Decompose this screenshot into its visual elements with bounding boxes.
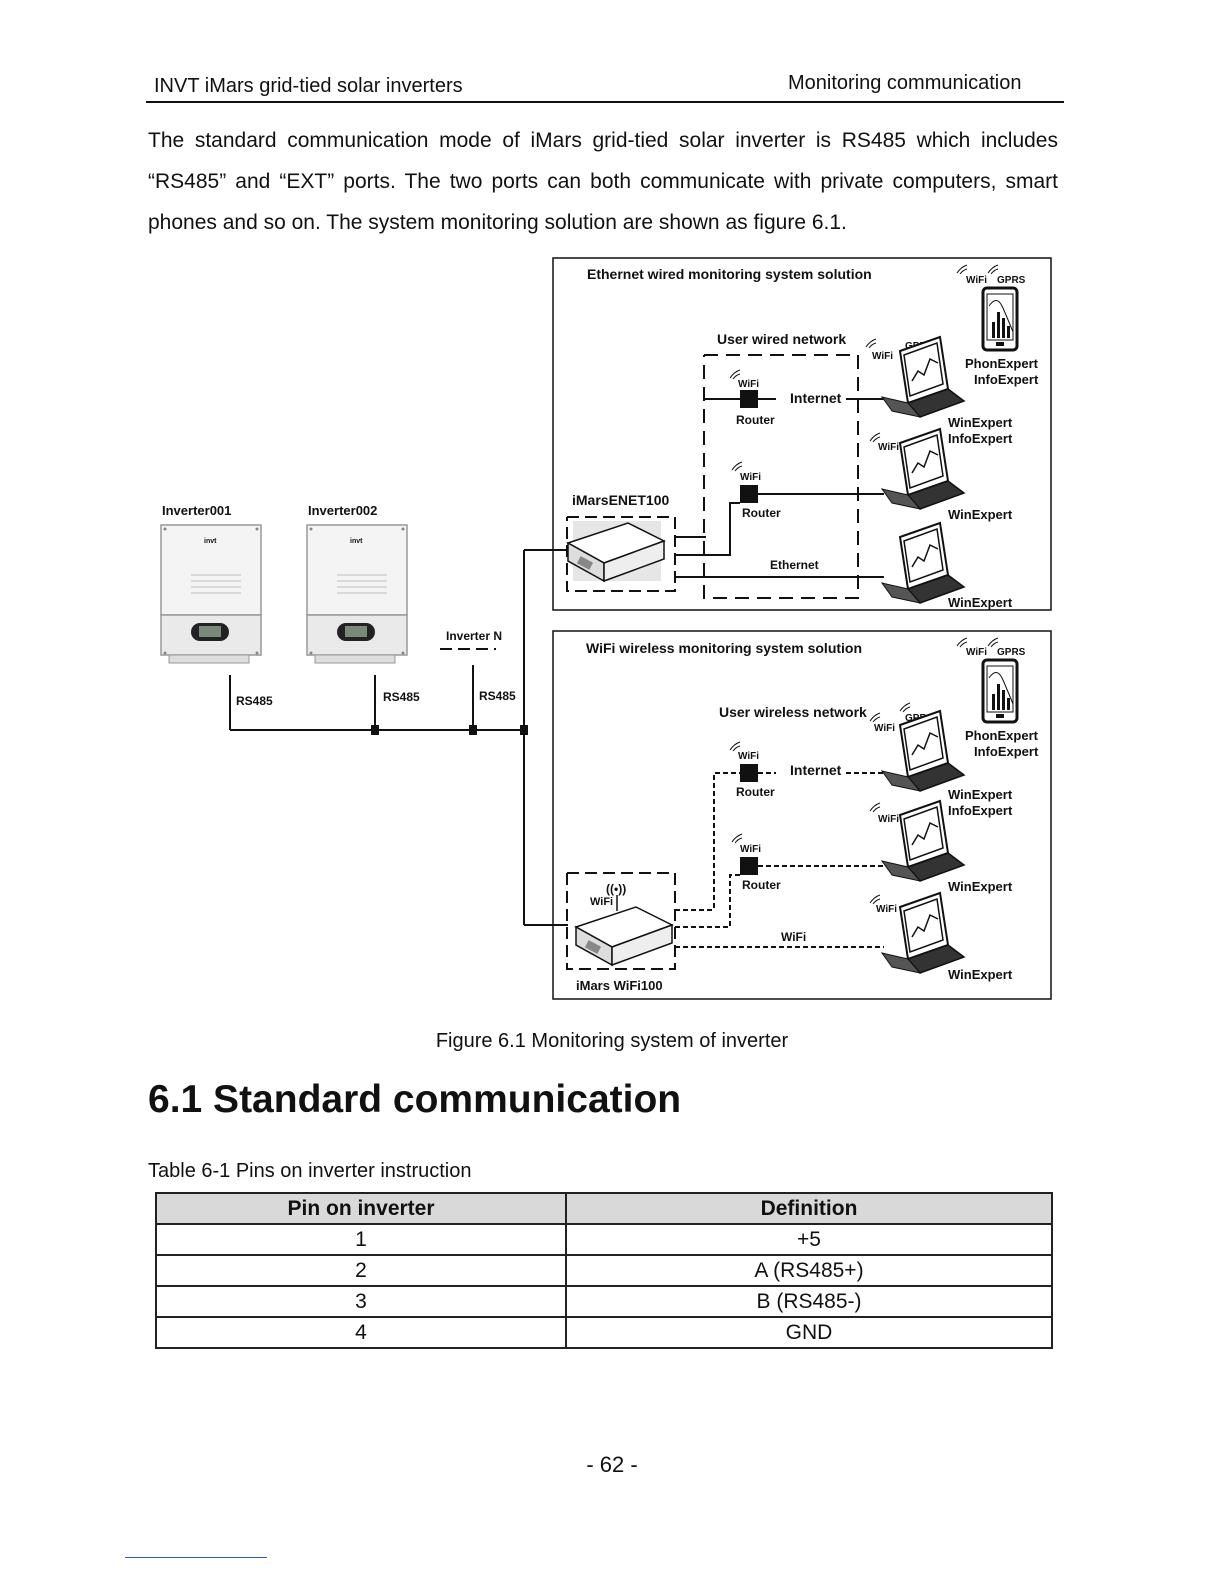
wireless-top-wifi: WiFi	[966, 647, 987, 658]
header-left: INVT iMars grid-tied solar inverters	[154, 75, 463, 97]
table-cell: 2	[155, 1254, 567, 1287]
table-cell: +5	[565, 1223, 1053, 1256]
rs485-label-1: RS485	[236, 694, 273, 708]
wired-router2-icon	[740, 485, 758, 503]
column-header: Pin on inverter	[155, 1192, 567, 1225]
intro-paragraph: The standard communication mode of iMars…	[148, 120, 1058, 243]
wireless-router2-label: Router	[742, 878, 781, 892]
table-row: 4 GND	[155, 1316, 1053, 1349]
wireless-router1-wifi: WiFi	[738, 751, 759, 762]
table-cell: GND	[565, 1316, 1053, 1349]
wired-top-gprs: GPRS	[997, 275, 1026, 286]
wireless-phone-app2: InfoExpert	[974, 744, 1039, 759]
wireless-device-image	[575, 906, 673, 966]
rs485-label-3: RS485	[479, 689, 516, 703]
table-row: 3 B (RS485-)	[155, 1285, 1053, 1318]
inverter002-label: Inverter002	[308, 503, 377, 518]
wired-pc3-app: WinExpert	[948, 595, 1013, 610]
wireless-pc2-app: WinExpert	[948, 879, 1013, 894]
wireless-pc3-wifi: WiFi	[876, 904, 897, 915]
table-row: 1 +5	[155, 1223, 1053, 1256]
pins-table: Pin on inverter Definition 1 +5 2 A (RS4…	[155, 1192, 1053, 1349]
inverter001-image: invt	[160, 524, 262, 664]
wireless-network-label: User wireless network	[719, 704, 867, 720]
intro-text: The standard communication mode of iMars…	[148, 129, 1058, 234]
wireless-pc1-app1: WinExpert	[948, 787, 1013, 802]
wireless-router2-icon	[740, 857, 758, 875]
table-cell: 4	[155, 1316, 567, 1349]
wired-router2-label: Router	[742, 506, 781, 520]
wireless-top-gprs: GPRS	[997, 647, 1026, 658]
table-caption: Table 6-1 Pins on inverter instruction	[148, 1160, 472, 1182]
wireless-router2-wifi: WiFi	[740, 844, 761, 855]
wired-pc1-app1: WinExpert	[948, 415, 1013, 430]
monitoring-system-figure: Inverter001 Inverter002 invt invt Invert…	[140, 255, 1060, 1005]
wired-router1-wifi: WiFi	[738, 379, 759, 390]
inverter002-image: invt	[306, 524, 408, 664]
wireless-device-label: iMars WiFi100	[576, 978, 663, 993]
wired-pc1-app2: InfoExpert	[948, 431, 1013, 446]
rs485-label-2: RS485	[383, 690, 420, 704]
wired-router2-wifi: WiFi	[740, 472, 761, 483]
wired-pc1-wifi: WiFi	[872, 351, 893, 362]
inverter-n-label: Inverter N	[446, 629, 502, 643]
wireless-phone-app1: PhonExpert	[965, 728, 1039, 743]
table-cell: 1	[155, 1223, 567, 1256]
wireless-router1-label: Router	[736, 785, 775, 799]
inverter002-brand: invt	[350, 538, 363, 545]
wireless-pc1-app2: InfoExpert	[948, 803, 1013, 818]
wired-internet-label: Internet	[790, 390, 842, 406]
page-number: - 62 -	[586, 1452, 638, 1477]
wired-laptop1-icon	[881, 336, 965, 418]
wired-phone-icon	[981, 286, 1019, 352]
wired-ethernet-label: Ethernet	[770, 558, 819, 572]
wired-network-label: User wired network	[717, 331, 846, 347]
section-heading: 6.1 Standard communication	[148, 1078, 682, 1121]
wireless-phone-icon	[981, 658, 1019, 724]
wired-laptop3-icon	[881, 522, 965, 604]
wireless-device-wifi: WiFi	[590, 896, 613, 908]
wired-phone-app1: PhonExpert	[965, 356, 1039, 371]
wireless-pc2-wifi: WiFi	[878, 814, 899, 825]
wired-router1-label: Router	[736, 413, 775, 427]
column-header: Definition	[565, 1192, 1053, 1225]
footnote-rule	[125, 1557, 267, 1558]
table-cell: 3	[155, 1285, 567, 1318]
table-cell: B (RS485-)	[565, 1285, 1053, 1318]
wired-pc2-app: WinExpert	[948, 507, 1013, 522]
inverter001-brand: invt	[204, 538, 217, 545]
wireless-title: WiFi wireless monitoring system solution	[586, 640, 862, 656]
table-row: 2 A (RS485+)	[155, 1254, 1053, 1287]
wireless-antenna-icon: ((•))	[606, 882, 626, 896]
figure-caption: Figure 6.1 Monitoring system of inverter	[435, 1030, 789, 1052]
wired-title: Ethernet wired monitoring system solutio…	[587, 266, 872, 282]
figure-svg: Inverter001 Inverter002 invt invt Invert…	[160, 257, 1052, 1000]
wireless-router1-icon	[740, 764, 758, 782]
wired-phone-app2: InfoExpert	[974, 372, 1039, 387]
wired-device-label: iMarsENET100	[572, 492, 669, 508]
header-right: Monitoring communication	[788, 72, 1022, 94]
inverter001-label: Inverter001	[162, 503, 231, 518]
wireless-pc3-app: WinExpert	[948, 967, 1013, 982]
wired-pc2-wifi: WiFi	[878, 442, 899, 453]
table-header-row: Pin on inverter Definition	[155, 1192, 1053, 1225]
wireless-wifi-link-label: WiFi	[781, 930, 806, 944]
wireless-internet-label: Internet	[790, 762, 842, 778]
wired-panel	[552, 257, 1052, 611]
wireless-panel	[552, 630, 1052, 1000]
table-cell: A (RS485+)	[565, 1254, 1053, 1287]
wired-router1-icon	[740, 390, 758, 408]
header-rule	[146, 101, 1064, 103]
wireless-pc1-wifi: WiFi	[874, 723, 895, 734]
wired-top-wifi: WiFi	[966, 275, 987, 286]
